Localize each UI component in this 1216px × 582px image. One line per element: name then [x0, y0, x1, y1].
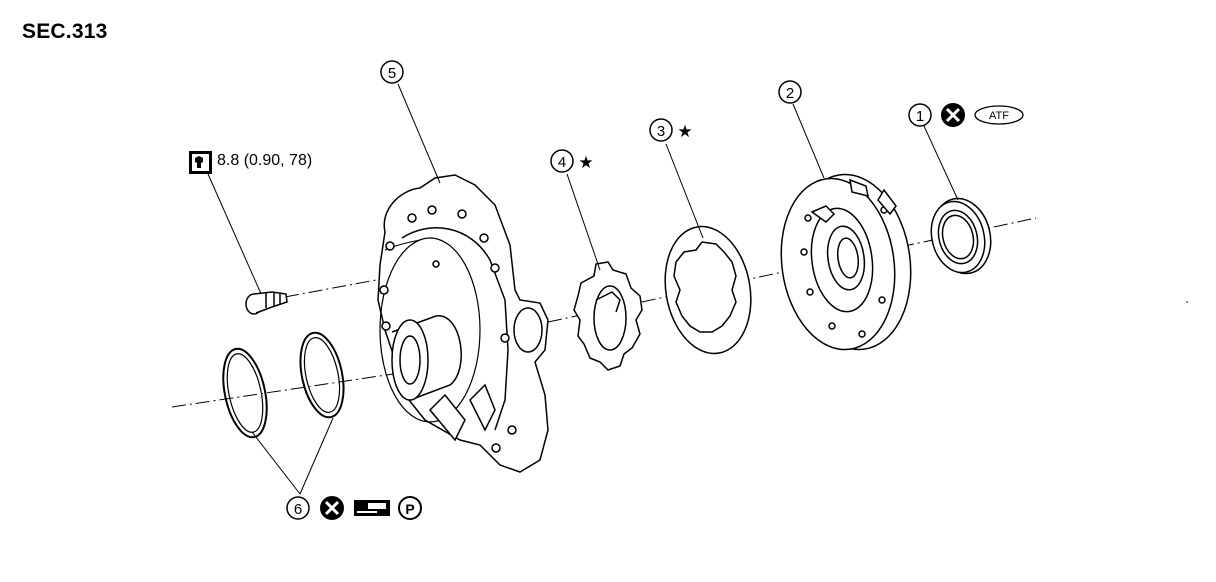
torque-spec: 8.8 (0.90, 78) — [217, 152, 313, 169]
section-label: SEC.313 — [22, 20, 108, 43]
callout-4-number: 4 — [558, 154, 566, 171]
callout-1-number: 1 — [916, 108, 924, 125]
callout-5: 5 — [380, 60, 404, 84]
oil-seal — [930, 197, 992, 275]
torque-wrench-icon — [189, 151, 212, 174]
callout-2: 2 — [778, 80, 802, 104]
callout-3-number: 3 — [657, 123, 665, 140]
star-icon: ★ — [578, 153, 593, 172]
oil-pump-cover — [377, 174, 549, 473]
atf-oval-icon: ATF — [974, 105, 1024, 125]
atf-label: ATF — [989, 110, 1009, 122]
star-icon: ★ — [677, 122, 692, 141]
outer-gear — [664, 225, 752, 355]
callout-5-number: 5 — [388, 65, 396, 82]
seal-ring-left — [222, 347, 268, 439]
seal-ring-right — [299, 331, 345, 419]
callout-2-number: 2 — [786, 85, 794, 102]
sealant-tool-icon — [354, 500, 390, 516]
stray-dot — [1186, 301, 1188, 303]
leader-lines — [251, 83, 959, 495]
petroleum-jelly-icon: P — [398, 496, 422, 520]
callout-3: 3 ★ — [649, 118, 693, 142]
callout-6: 6 P — [286, 496, 422, 520]
bolt — [207, 173, 288, 315]
do-not-reuse-icon — [320, 496, 344, 520]
callout-6-number: 6 — [294, 501, 302, 518]
callout-1: 1 ATF — [908, 103, 1024, 127]
petroleum-jelly-label: P — [405, 501, 414, 517]
callout-4: 4 ★ — [550, 149, 594, 173]
do-not-reuse-icon — [941, 103, 965, 127]
oil-pump-housing — [780, 173, 912, 351]
inner-gear — [573, 261, 643, 371]
